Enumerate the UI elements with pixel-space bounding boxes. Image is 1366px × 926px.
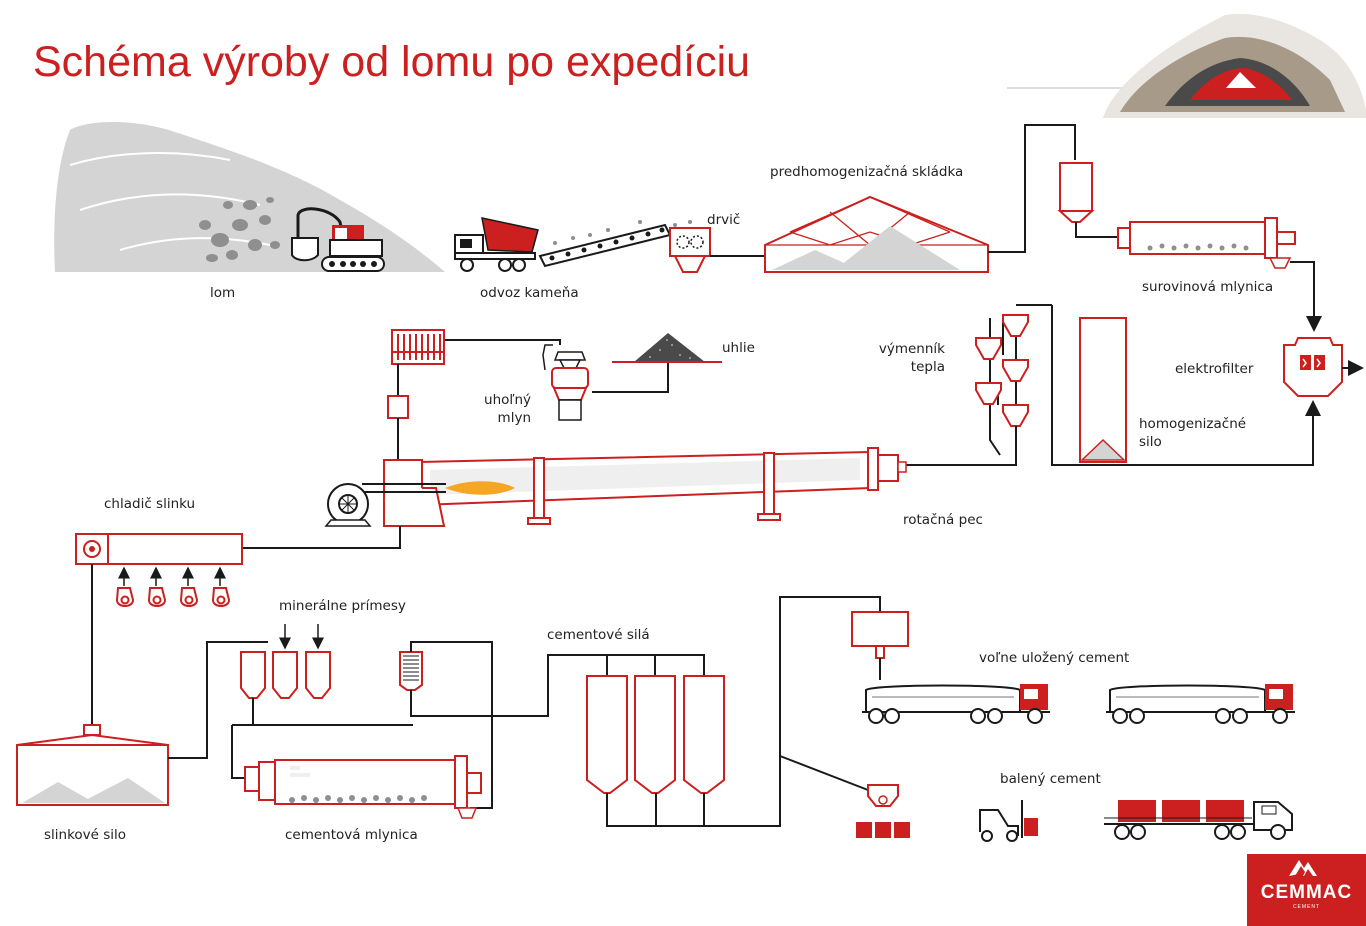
cement-mill-icon xyxy=(244,755,482,819)
clinker-cooler-icon xyxy=(75,533,243,607)
label-surovinova-mlynica: surovinová mlynica xyxy=(1142,279,1274,295)
coal-bin-icon xyxy=(391,329,445,365)
excavator-icon xyxy=(291,207,385,272)
cement-tanker-icon xyxy=(862,684,1050,724)
label-volne-ulozeny-cement: voľne uložený cement xyxy=(979,650,1130,666)
quarry-emblem-icon xyxy=(1007,13,1366,118)
forklift-icon xyxy=(979,800,1038,842)
label-rotacna-pec: rotačná pec xyxy=(903,512,983,528)
cemmac-logo-icon xyxy=(1289,860,1317,876)
label-uholny-mlyn-2: mlyn xyxy=(497,410,531,426)
label-slinkove-silo: slinkové silo xyxy=(44,827,127,843)
electrostatic-filter-icon xyxy=(1283,337,1343,397)
cement-tanker-icon-2 xyxy=(1106,684,1295,724)
flame-icon xyxy=(445,481,515,495)
preheater-icon xyxy=(975,314,1029,465)
label-drvic: drvič xyxy=(707,212,741,228)
cemmac-logo: CEMMAC CEMENT xyxy=(1247,854,1366,926)
crusher-icon xyxy=(669,227,711,273)
separator-icon xyxy=(399,651,423,691)
quarry-icon xyxy=(54,121,445,272)
label-cementove-sila: cementové silá xyxy=(547,627,650,643)
label-odvoz-kamena: odvoz kameňa xyxy=(480,285,579,301)
flatbed-truck-icon xyxy=(1104,800,1293,840)
label-predhomogenizacna-skladka: predhomogenizačná skládka xyxy=(770,164,964,180)
label-uholny-mlyn-1: uhoľný xyxy=(484,392,531,408)
coal-pile-icon xyxy=(612,333,722,363)
label-uhlie: uhlie xyxy=(722,340,755,356)
rotary-kiln-icon xyxy=(419,447,907,525)
label-chladic-slinku: chladič slinku xyxy=(104,496,196,512)
clinker-silo-icon xyxy=(16,724,169,806)
coal-mill-icon xyxy=(542,344,589,421)
storage-hall-icon xyxy=(764,195,989,273)
page-title: Schéma výroby od lomu po expedíciu xyxy=(33,38,751,86)
label-baleny-cement: balený cement xyxy=(1000,771,1101,787)
label-elektrofilter: elektrofilter xyxy=(1175,361,1254,377)
label-mineralne-primesy: minerálne prímesy xyxy=(279,598,406,614)
label-vymennik-tepla-1: výmenník xyxy=(878,341,945,357)
loading-hopper-icon xyxy=(851,611,909,680)
raw-mill-icon xyxy=(1117,217,1296,269)
additive-silo-icon xyxy=(232,624,413,726)
cemmac-logo-sub: CEMENT xyxy=(1292,904,1321,910)
cyclone-icon xyxy=(1057,162,1095,223)
label-homogenizacne-silo-1: homogenizačné xyxy=(1139,416,1247,432)
label-homogenizacne-silo-2: silo xyxy=(1139,434,1162,450)
bag-packer-icon xyxy=(856,784,910,838)
label-cementova-mlynica: cementová mlynica xyxy=(285,827,418,843)
label-vymennik-tepla-2: tepla xyxy=(910,359,945,375)
homogenization-silo-icon xyxy=(1079,317,1127,463)
fan-icon xyxy=(324,483,446,527)
label-lom: lom xyxy=(210,285,236,301)
coal-dosing-icon xyxy=(387,395,409,419)
cement-silo-icon xyxy=(586,596,881,827)
cemmac-logo-word: CEMMAC xyxy=(1260,882,1353,903)
dump-truck-icon xyxy=(454,217,539,272)
